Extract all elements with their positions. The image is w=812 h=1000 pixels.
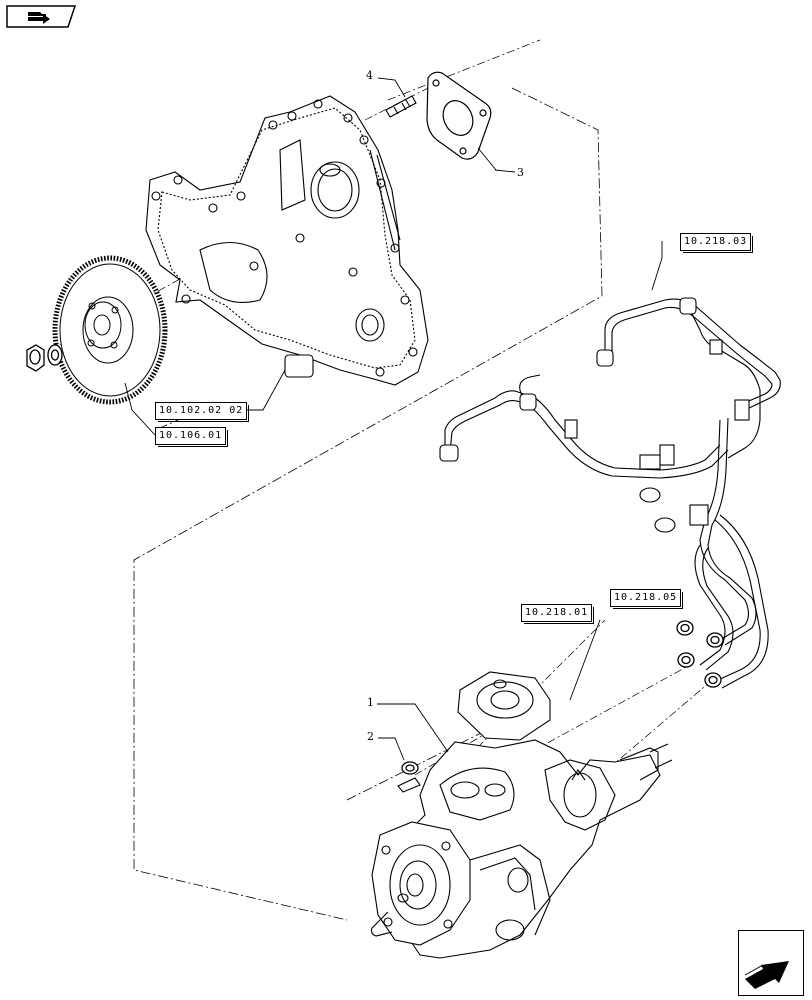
reference-10-218-01[interactable]: 10.218.01 bbox=[521, 604, 595, 624]
washer-part-2 bbox=[401, 761, 419, 775]
pipe-nuts bbox=[676, 620, 724, 688]
next-page-arrow-icon bbox=[744, 961, 789, 989]
reference-10-218-03[interactable]: 10.218.03 bbox=[680, 233, 754, 253]
gear-housing bbox=[145, 95, 429, 386]
stud-part-4 bbox=[385, 95, 417, 118]
callout-3: 3 bbox=[517, 166, 524, 179]
drive-gear bbox=[52, 255, 168, 405]
injection-pipes bbox=[439, 297, 781, 689]
callout-2: 2 bbox=[367, 730, 374, 743]
reference-10-102-02-02[interactable]: 10.102.02 02 bbox=[155, 402, 250, 422]
nut-and-washer bbox=[26, 344, 63, 372]
leader-lines bbox=[124, 77, 663, 761]
gasket-part-3 bbox=[426, 71, 492, 160]
reference-10-218-05[interactable]: 10.218.05 bbox=[610, 589, 684, 609]
injection-pump-part-1 bbox=[370, 671, 673, 959]
centerlines bbox=[59, 39, 711, 811]
next-page-button[interactable] bbox=[738, 930, 804, 996]
folder-nav-icon bbox=[6, 5, 77, 28]
callout-4: 4 bbox=[366, 69, 373, 82]
reference-10-106-01[interactable]: 10.106.01 bbox=[155, 427, 229, 447]
callout-1: 1 bbox=[367, 696, 374, 709]
folder-nav-button[interactable] bbox=[6, 5, 77, 28]
